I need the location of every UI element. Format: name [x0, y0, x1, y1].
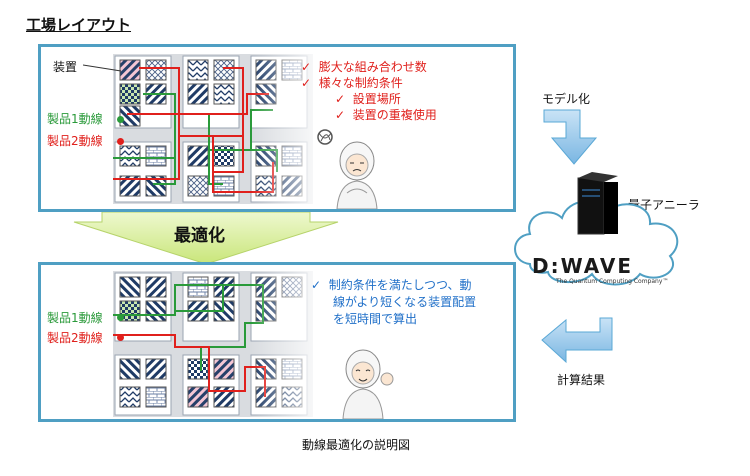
result-arrow [541, 317, 613, 364]
machine [187, 145, 209, 167]
machine [213, 83, 235, 105]
optimize-label: 最適化 [174, 226, 225, 246]
machine [145, 300, 167, 322]
machine [145, 59, 167, 81]
product1-label: 製品1動線 [47, 112, 103, 126]
result-line: ✓ 制約条件を満たしつつ、動 [311, 278, 472, 292]
machine [119, 105, 141, 127]
equipment-pointer-line [83, 64, 122, 72]
machine [119, 276, 141, 298]
worried-worker-illustration [317, 129, 378, 209]
issue-subitem: ✓ 設置場所 [335, 92, 401, 106]
machine [119, 358, 141, 380]
check-icon: ✓ [311, 278, 322, 292]
product1-start-dot [117, 314, 124, 321]
tangle-icon [317, 129, 333, 145]
machine [119, 175, 141, 197]
machine [213, 59, 235, 81]
figure-caption: 動線最適化の説明図 [302, 438, 411, 452]
machine [187, 386, 209, 408]
fade-overlay [251, 265, 331, 419]
calc-result-label: 計算結果 [557, 373, 606, 387]
machine [145, 386, 167, 408]
machine [187, 358, 209, 380]
result-description: ✓ 制約条件を満たしつつ、動 線がより短くなる装置配置 を短時間で算出 [311, 277, 511, 328]
result-line: 線がより短くなる装置配置 [333, 295, 477, 309]
machine [187, 276, 209, 298]
machine [119, 59, 141, 81]
product2-label: 製品2動線 [47, 331, 103, 345]
equipment-label: 装置 [53, 60, 78, 74]
product2-start-dot [117, 138, 124, 145]
product1-route [113, 93, 278, 185]
product2-start-dot [117, 334, 124, 341]
result-line: を短時間で算出 [333, 312, 418, 326]
optimize-arrow [73, 212, 339, 265]
dwave-cloud [514, 172, 679, 286]
machine [145, 145, 167, 167]
product1-start-dot [117, 116, 124, 123]
check-icon: ✓ [301, 76, 312, 90]
quantum-computer-icon [577, 177, 605, 235]
machine [145, 175, 167, 197]
check-icon: ✓ [335, 108, 346, 122]
check-icon: ✓ [301, 60, 312, 74]
machine [119, 386, 141, 408]
machine [119, 145, 141, 167]
issue-item: ✓ 膨大な組み合わせ数 [301, 60, 427, 74]
product2-label: 製品2動線 [47, 134, 103, 148]
product1-label: 製品1動線 [47, 311, 103, 325]
page-title: 工場レイアウト [26, 16, 132, 34]
machine [119, 83, 141, 105]
current-layout-panel: 装置 製品1動線 製品2動線 ✓ 膨大な組み合わせ数 ✓ 様々な制約条件 ✓ 設… [38, 44, 516, 212]
quantum-annealer-label: 量子アニーラ [628, 198, 700, 212]
machine [187, 59, 209, 81]
modelize-arrow [543, 109, 598, 165]
product2-route [113, 67, 274, 193]
machine [187, 83, 209, 105]
machine [213, 358, 235, 380]
fade-overlay [251, 47, 331, 209]
machine [145, 358, 167, 380]
issue-item: ✓ 様々な制約条件 [301, 76, 403, 90]
happy-worker-illustration [342, 349, 394, 419]
issue-subitem: ✓ 装置の重複使用 [335, 108, 437, 122]
optimized-layout-panel: 製品1動線 製品2動線 ✓ 制約条件を満たしつつ、動 線がより短くなる装置配置 … [38, 262, 516, 422]
modelize-label: モデル化 [542, 92, 591, 106]
issues-list: ✓ 膨大な組み合わせ数 ✓ 様々な制約条件 ✓ 設置場所 ✓ 装置の重複使用 [301, 59, 501, 123]
check-icon: ✓ [335, 92, 346, 106]
ok-hand-icon [380, 372, 394, 386]
machine [187, 175, 209, 197]
machine [145, 276, 167, 298]
dwave-tagline: The Quantum Computing Company™ [556, 278, 669, 285]
dwave-logo: D:WAVE [532, 254, 634, 278]
